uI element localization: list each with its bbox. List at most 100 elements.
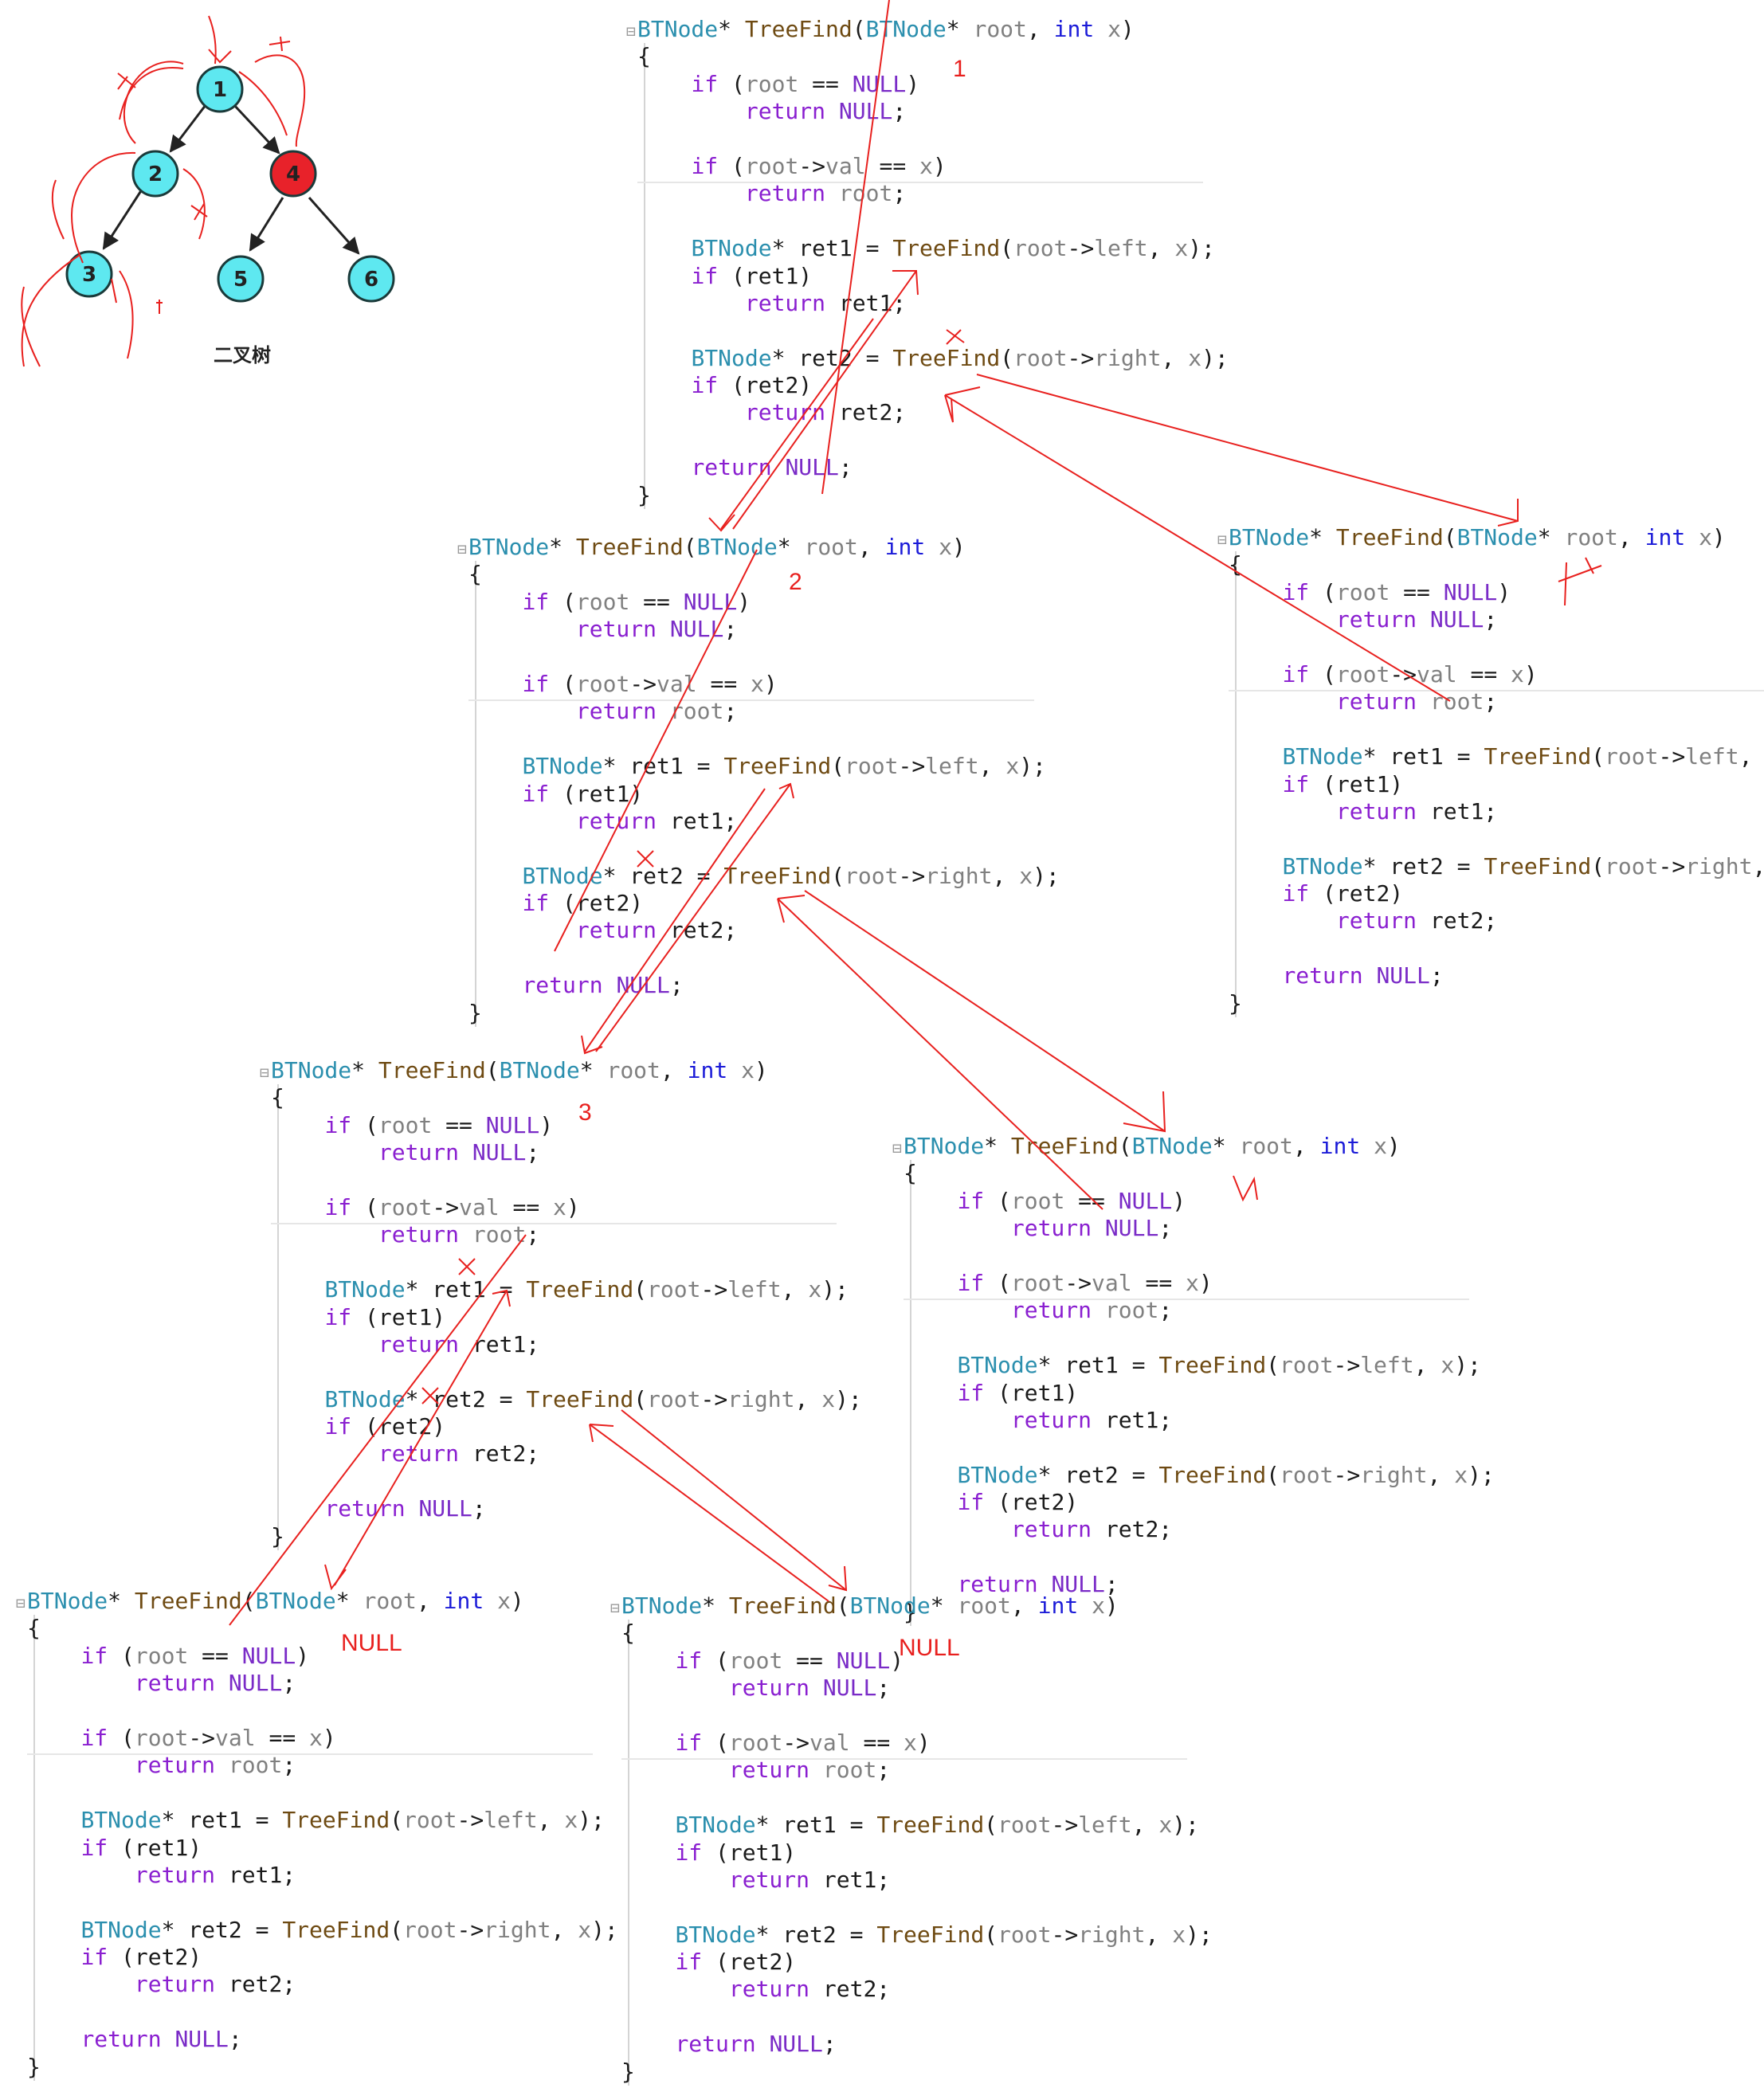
- code-line: return NULL;: [378, 1139, 540, 1166]
- code-gutter: [910, 1160, 911, 1626]
- code-line: return NULL;: [575, 616, 738, 643]
- code-line: [1229, 935, 1764, 962]
- code-line: ⊟BTNode* TreeFind(BTNode* root, int x): [610, 1592, 1213, 1620]
- fold-icon[interactable]: ⊟: [16, 1593, 26, 1612]
- code-line: BTNode* ret1 = TreeFind(root->left, x);: [1282, 743, 1764, 770]
- code-block-call-3: ⊟BTNode* TreeFind(BTNode* root, int x){ …: [260, 1057, 862, 1550]
- tree-edge: [308, 197, 360, 255]
- tree-node-label: 1: [213, 78, 227, 102]
- code-line: if (root == NULL): [691, 70, 920, 97]
- code-line: }: [271, 1522, 284, 1549]
- tree-edge: [233, 104, 280, 155]
- code-line: [637, 317, 1229, 344]
- code-line: return NULL;: [134, 1670, 296, 1697]
- fold-icon[interactable]: ⊟: [892, 1138, 903, 1158]
- code-line: return root;: [744, 180, 907, 207]
- code-line: {: [468, 561, 482, 588]
- code-line: BTNode* ret1 = TreeFind(root->left, x);: [324, 1276, 849, 1303]
- code-line: }: [621, 2058, 635, 2085]
- code-gutter: [628, 1620, 629, 2086]
- null-label-right: NULL: [899, 1635, 960, 1661]
- code-separator: [27, 1753, 593, 1756]
- code-line: [271, 1468, 862, 1495]
- code-line: return NULL;: [744, 98, 907, 125]
- code-line: [637, 126, 1229, 153]
- code-line: if (ret2): [675, 1949, 797, 1976]
- code-line: {: [904, 1160, 917, 1187]
- tree-node-6: [347, 255, 395, 303]
- arrow-head: [581, 1035, 603, 1055]
- code-line: return NULL;: [80, 2026, 242, 2053]
- code-line: return root;: [728, 1757, 891, 1784]
- code-separator: [271, 1223, 837, 1225]
- code-gutter: [475, 561, 476, 1027]
- tree-node-4: [269, 150, 317, 198]
- code-gutter: [644, 43, 645, 509]
- code-line: [468, 726, 1060, 753]
- code-line: if (root->val == x): [324, 1193, 580, 1220]
- code-line: return root;: [378, 1221, 540, 1248]
- tree-node-label: 2: [148, 163, 163, 186]
- tree-node-label: 5: [233, 268, 248, 292]
- code-line: BTNode* ret1 = TreeFind(root->left, x);: [691, 235, 1215, 262]
- code-line: ⊟BTNode* TreeFind(BTNode* root, int x): [260, 1057, 862, 1084]
- code-line: ⊟BTNode* TreeFind(BTNode* root, int x): [1217, 524, 1764, 551]
- fold-icon[interactable]: ⊟: [1217, 530, 1228, 549]
- code-line: return ret2;: [575, 917, 738, 944]
- code-line: [27, 1780, 618, 1807]
- code-line: if (ret1): [80, 1834, 202, 1861]
- code-separator: [468, 699, 1034, 702]
- code-line: if (root->val == x): [691, 152, 947, 179]
- code-line: return ret1;: [1335, 797, 1498, 825]
- code-line: return NULL;: [957, 1571, 1119, 1598]
- fold-icon[interactable]: ⊟: [457, 539, 468, 558]
- code-line: BTNode* ret2 = TreeFind(root->right, x);: [80, 1916, 618, 1943]
- code-line: ⊟BTNode* TreeFind(BTNode* root, int x): [892, 1133, 1495, 1160]
- code-line: {: [621, 1620, 635, 1647]
- code-line: }: [904, 1598, 917, 1625]
- code-line: return root;: [575, 698, 738, 725]
- code-line: [621, 1702, 1213, 1730]
- arrow-head: [324, 1564, 347, 1591]
- tree-node-3: [65, 250, 113, 298]
- code-line: return ret1;: [575, 807, 738, 834]
- code-line: [468, 945, 1060, 972]
- code-line: return ret1;: [378, 1330, 540, 1357]
- code-line: {: [27, 1615, 41, 1642]
- code-line: [637, 208, 1229, 235]
- fold-icon[interactable]: ⊟: [626, 22, 637, 41]
- code-line: }: [468, 999, 482, 1026]
- code-gutter: [1235, 551, 1237, 1017]
- tree-edge: [169, 104, 207, 153]
- code-line: BTNode* ret2 = TreeFind(root->right, x);: [691, 344, 1229, 371]
- code-line: if (root == NULL): [80, 1642, 310, 1669]
- code-line: return ret2;: [378, 1440, 540, 1467]
- tree-edge: [102, 189, 143, 250]
- code-block-call-1: ⊟BTNode* TreeFind(BTNode* root, int x){ …: [626, 16, 1229, 509]
- code-line: [271, 1358, 862, 1385]
- tree-caption: 二叉树: [214, 344, 271, 366]
- code-line: if (root->val == x): [675, 1729, 931, 1756]
- code-line: if (root == NULL): [522, 588, 751, 615]
- code-line: BTNode* ret1 = TreeFind(root->left, x);: [675, 1812, 1199, 1839]
- step-label-1: 1: [953, 56, 966, 82]
- arrow-head: [708, 514, 735, 532]
- code-line: if (root == NULL): [1282, 578, 1511, 605]
- code-line: if (root->val == x): [80, 1724, 336, 1751]
- code-line: if (ret1): [1282, 770, 1404, 797]
- code-line: return NULL;: [1010, 1215, 1173, 1242]
- code-line: [904, 1544, 1495, 1571]
- fold-icon[interactable]: ⊟: [260, 1063, 270, 1082]
- code-line: {: [271, 1084, 284, 1111]
- code-line: ⊟BTNode* TreeFind(BTNode* root, int x): [457, 534, 1060, 561]
- code-line: [621, 1894, 1213, 1921]
- code-line: if (ret2): [1282, 880, 1404, 907]
- code-line: return NULL;: [691, 454, 853, 481]
- code-line: if (ret2): [957, 1489, 1079, 1516]
- code-line: return ret1;: [1010, 1406, 1173, 1433]
- code-line: return ret2;: [744, 399, 907, 426]
- fold-icon[interactable]: ⊟: [610, 1598, 621, 1617]
- code-block-call-2: ⊟BTNode* TreeFind(BTNode* root, int x){ …: [457, 534, 1060, 1027]
- code-separator: [621, 1758, 1187, 1761]
